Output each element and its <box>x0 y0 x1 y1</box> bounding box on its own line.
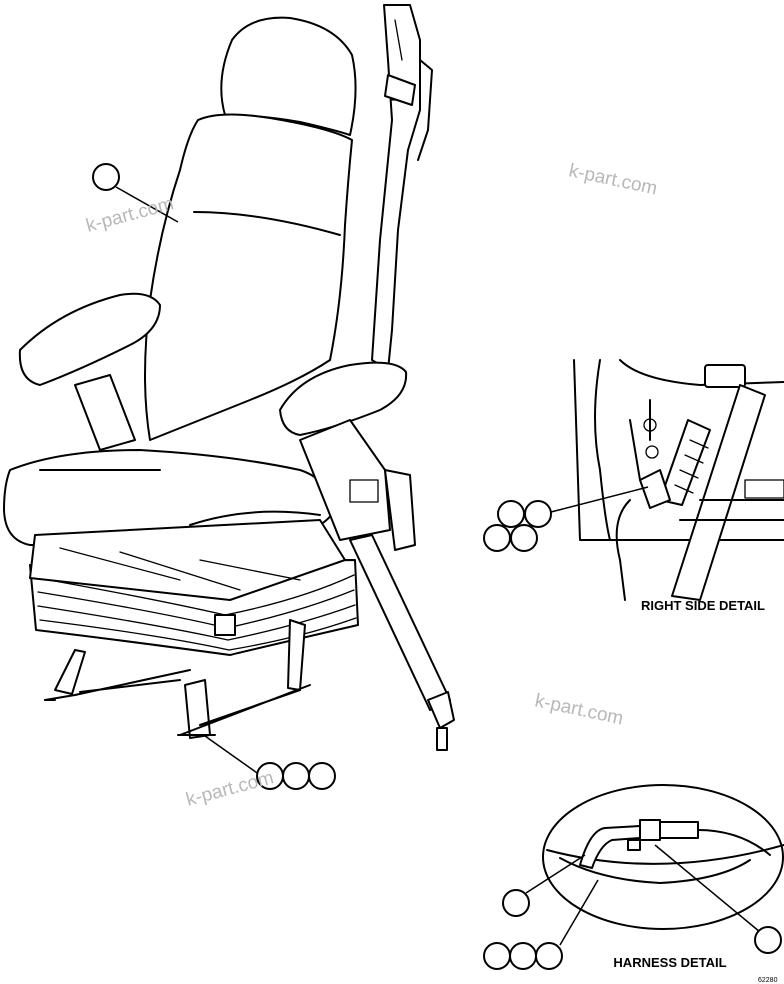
callout-circle-backrest <box>92 163 120 191</box>
callouts <box>92 163 782 970</box>
right-side-detail <box>573 359 784 601</box>
right-side-detail-label: RIGHT SIDE DETAIL <box>641 598 765 613</box>
callout-circle-harness-5 <box>754 926 782 954</box>
callout-circle-base-2 <box>282 762 310 790</box>
callout-circle-rsd-2 <box>524 500 552 528</box>
callout-circle-harness-3 <box>509 942 537 970</box>
harness-detail <box>542 784 784 930</box>
watermark: k-part.com <box>567 160 659 199</box>
drawing-code: 62280 <box>758 977 778 984</box>
watermark: k-part.com <box>533 690 625 729</box>
callout-circle-harness-1 <box>502 889 530 917</box>
callout-circle-harness-2 <box>483 942 511 970</box>
watermark: k-part.com <box>184 767 276 811</box>
callout-circle-harness-4 <box>535 942 563 970</box>
seat-illustration <box>3 4 455 751</box>
callout-circle-rsd-3 <box>483 524 511 552</box>
callout-circle-base-3 <box>308 762 336 790</box>
harness-detail-label: HARNESS DETAIL <box>613 955 726 970</box>
callout-circle-rsd-4 <box>510 524 538 552</box>
callout-circle-rsd-1 <box>497 500 525 528</box>
